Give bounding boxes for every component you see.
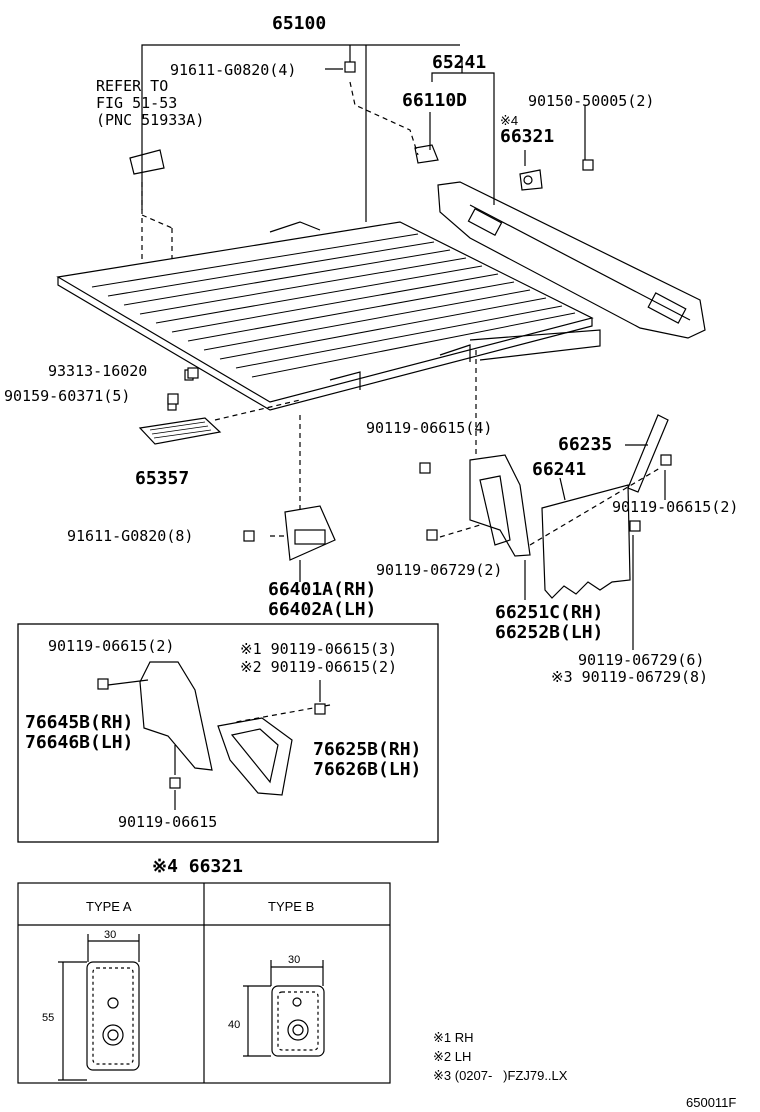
- part-76646b-lh[interactable]: 76646B(LH): [25, 732, 134, 753]
- type-a-height: 55: [42, 1012, 55, 1024]
- part-90119-06729-6[interactable]: 90119-06729(6): [578, 651, 705, 669]
- part-66321[interactable]: 66321: [500, 126, 555, 147]
- type-b-header: TYPE B: [268, 899, 315, 914]
- type-b-width: 30: [288, 954, 301, 966]
- part-76625b-rh[interactable]: 76625B(RH): [313, 739, 422, 760]
- part-91611-g0820-8[interactable]: 91611-G0820(8): [67, 527, 194, 545]
- part-90150-50005[interactable]: 90150-50005(2): [528, 92, 655, 110]
- inset-part-90119-06615-2b[interactable]: ※2 90119-06615(2): [240, 658, 398, 676]
- inset-part-90119-06615-2[interactable]: 90119-06615(2): [48, 637, 175, 655]
- note-mark-4: ※4: [500, 113, 519, 128]
- refer-line-3[interactable]: (PNC 51933A): [96, 111, 205, 129]
- note-1: ※1 RH: [433, 1030, 474, 1045]
- part-76645b-rh[interactable]: 76645B(RH): [25, 712, 134, 733]
- part-66110d[interactable]: 66110D: [402, 90, 468, 111]
- figure-code: 650011F: [686, 1095, 737, 1110]
- refer-line-1[interactable]: REFER TO: [96, 77, 169, 95]
- part-65357[interactable]: 65357: [135, 468, 190, 489]
- part-66252b-lh[interactable]: 66252B(LH): [495, 622, 604, 643]
- part-93313-16020[interactable]: 93313-16020: [48, 362, 148, 380]
- part-66401a-rh[interactable]: 66401A(RH): [268, 579, 377, 600]
- type-a-width: 30: [104, 929, 117, 941]
- part-65100[interactable]: 65100: [272, 13, 327, 34]
- refer-line-2[interactable]: FIG 51-53: [96, 94, 178, 112]
- type-a-header: TYPE A: [86, 899, 132, 914]
- part-90119-06729-8[interactable]: ※3 90119-06729(8): [551, 668, 709, 686]
- part-65241[interactable]: 65241: [432, 52, 487, 73]
- inset-part-90119-06615-3[interactable]: ※1 90119-06615(3): [240, 640, 398, 658]
- note-2: ※2 LH: [433, 1049, 472, 1064]
- part-76626b-lh[interactable]: 76626B(LH): [313, 759, 422, 780]
- part-66241[interactable]: 66241: [532, 459, 587, 480]
- part-91611-g0820-4[interactable]: 91611-G0820(4): [170, 61, 297, 79]
- part-66251c-rh[interactable]: 66251C(RH): [495, 602, 604, 623]
- part-66402a-lh[interactable]: 66402A(LH): [268, 599, 377, 620]
- part-90119-06615-4[interactable]: 90119-06615(4): [366, 419, 493, 437]
- type-table-title[interactable]: ※4 66321: [152, 856, 243, 877]
- part-90119-06729-2[interactable]: 90119-06729(2): [376, 561, 503, 579]
- part-90159-60371[interactable]: 90159-60371(5): [4, 387, 131, 405]
- note-3: ※3 (0207- )FZJ79..LX: [433, 1068, 568, 1083]
- part-66235[interactable]: 66235: [558, 434, 613, 455]
- inset-part-90119-06615[interactable]: 90119-06615: [118, 813, 218, 831]
- part-90119-06615-2[interactable]: 90119-06615(2): [612, 498, 739, 516]
- type-b-height: 40: [228, 1019, 241, 1031]
